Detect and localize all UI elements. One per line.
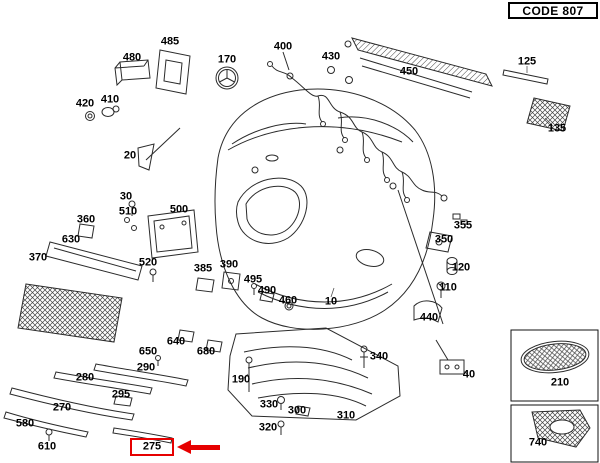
highlight-box bbox=[130, 438, 174, 456]
part-label-390[interactable]: 390 bbox=[219, 258, 239, 271]
part-label-190[interactable]: 190 bbox=[231, 373, 251, 386]
part-label-30[interactable]: 30 bbox=[119, 190, 133, 203]
part-label-740[interactable]: 740 bbox=[528, 436, 548, 449]
part-label-10[interactable]: 10 bbox=[324, 295, 338, 308]
part-label-290[interactable]: 290 bbox=[136, 361, 156, 374]
highlight-arrow-icon bbox=[177, 440, 220, 454]
right-small-parts-drawing bbox=[413, 213, 468, 375]
part-label-370[interactable]: 370 bbox=[28, 251, 48, 264]
part-label-355[interactable]: 355 bbox=[453, 219, 473, 232]
part-label-385[interactable]: 385 bbox=[193, 262, 213, 275]
part-label-490[interactable]: 490 bbox=[257, 284, 277, 297]
part-label-275[interactable]: 275 bbox=[142, 440, 162, 453]
part-label-40[interactable]: 40 bbox=[462, 368, 476, 381]
part-label-680[interactable]: 680 bbox=[196, 345, 216, 358]
part-label-500[interactable]: 500 bbox=[169, 203, 189, 216]
part-label-420[interactable]: 420 bbox=[75, 97, 95, 110]
part-label-135[interactable]: 135 bbox=[547, 122, 567, 135]
inset-boxes bbox=[510, 329, 599, 463]
part-label-295[interactable]: 295 bbox=[111, 388, 131, 401]
part-label-450[interactable]: 450 bbox=[399, 65, 419, 78]
part-label-340[interactable]: 340 bbox=[369, 350, 389, 363]
part-label-430[interactable]: 430 bbox=[321, 50, 341, 63]
part-label-495[interactable]: 495 bbox=[243, 273, 263, 286]
part-label-480[interactable]: 480 bbox=[122, 51, 142, 64]
part-label-280[interactable]: 280 bbox=[75, 371, 95, 384]
arrow-shaft bbox=[191, 444, 220, 450]
part-label-440[interactable]: 440 bbox=[419, 311, 439, 324]
part-label-520[interactable]: 520 bbox=[138, 256, 158, 269]
part-label-400[interactable]: 400 bbox=[273, 40, 293, 53]
under-shield-drawing bbox=[227, 327, 401, 435]
part-label-640[interactable]: 640 bbox=[166, 335, 186, 348]
leader-lines bbox=[243, 66, 554, 379]
part-label-210[interactable]: 210 bbox=[550, 376, 570, 389]
part-label-650[interactable]: 650 bbox=[138, 345, 158, 358]
part-label-410[interactable]: 410 bbox=[100, 93, 120, 106]
part-label-485[interactable]: 485 bbox=[160, 35, 180, 48]
part-label-320[interactable]: 320 bbox=[258, 421, 278, 434]
wiring-harness-drawing bbox=[267, 51, 448, 203]
code-label: CODE 807 bbox=[522, 3, 584, 18]
code-badge: CODE 807 bbox=[508, 2, 598, 19]
mid-left-parts-drawing bbox=[17, 209, 294, 343]
part-label-300[interactable]: 300 bbox=[287, 404, 307, 417]
part-label-510[interactable]: 510 bbox=[118, 205, 138, 218]
part-label-360[interactable]: 360 bbox=[76, 213, 96, 226]
part-label-330[interactable]: 330 bbox=[259, 398, 279, 411]
arrow-head-icon bbox=[177, 440, 191, 454]
part-label-20[interactable]: 20 bbox=[123, 149, 137, 162]
part-label-125[interactable]: 125 bbox=[517, 55, 537, 68]
left-brackets-drawing bbox=[85, 49, 239, 216]
part-label-110[interactable]: 110 bbox=[439, 281, 457, 294]
part-label-270[interactable]: 270 bbox=[52, 401, 72, 414]
part-label-580[interactable]: 580 bbox=[15, 417, 35, 430]
bumper-cover-drawing bbox=[214, 88, 444, 330]
upper-strip-drawing bbox=[344, 37, 571, 132]
part-label-460[interactable]: 460 bbox=[278, 294, 298, 307]
lower-trim-strips-drawing bbox=[3, 329, 223, 444]
part-label-350[interactable]: 350 bbox=[434, 233, 454, 246]
part-label-630[interactable]: 630 bbox=[61, 233, 81, 246]
part-label-120[interactable]: 120 bbox=[451, 261, 471, 274]
part-label-610[interactable]: 610 bbox=[37, 440, 57, 453]
part-label-170[interactable]: 170 bbox=[217, 53, 237, 66]
part-label-310[interactable]: 310 bbox=[336, 409, 356, 422]
